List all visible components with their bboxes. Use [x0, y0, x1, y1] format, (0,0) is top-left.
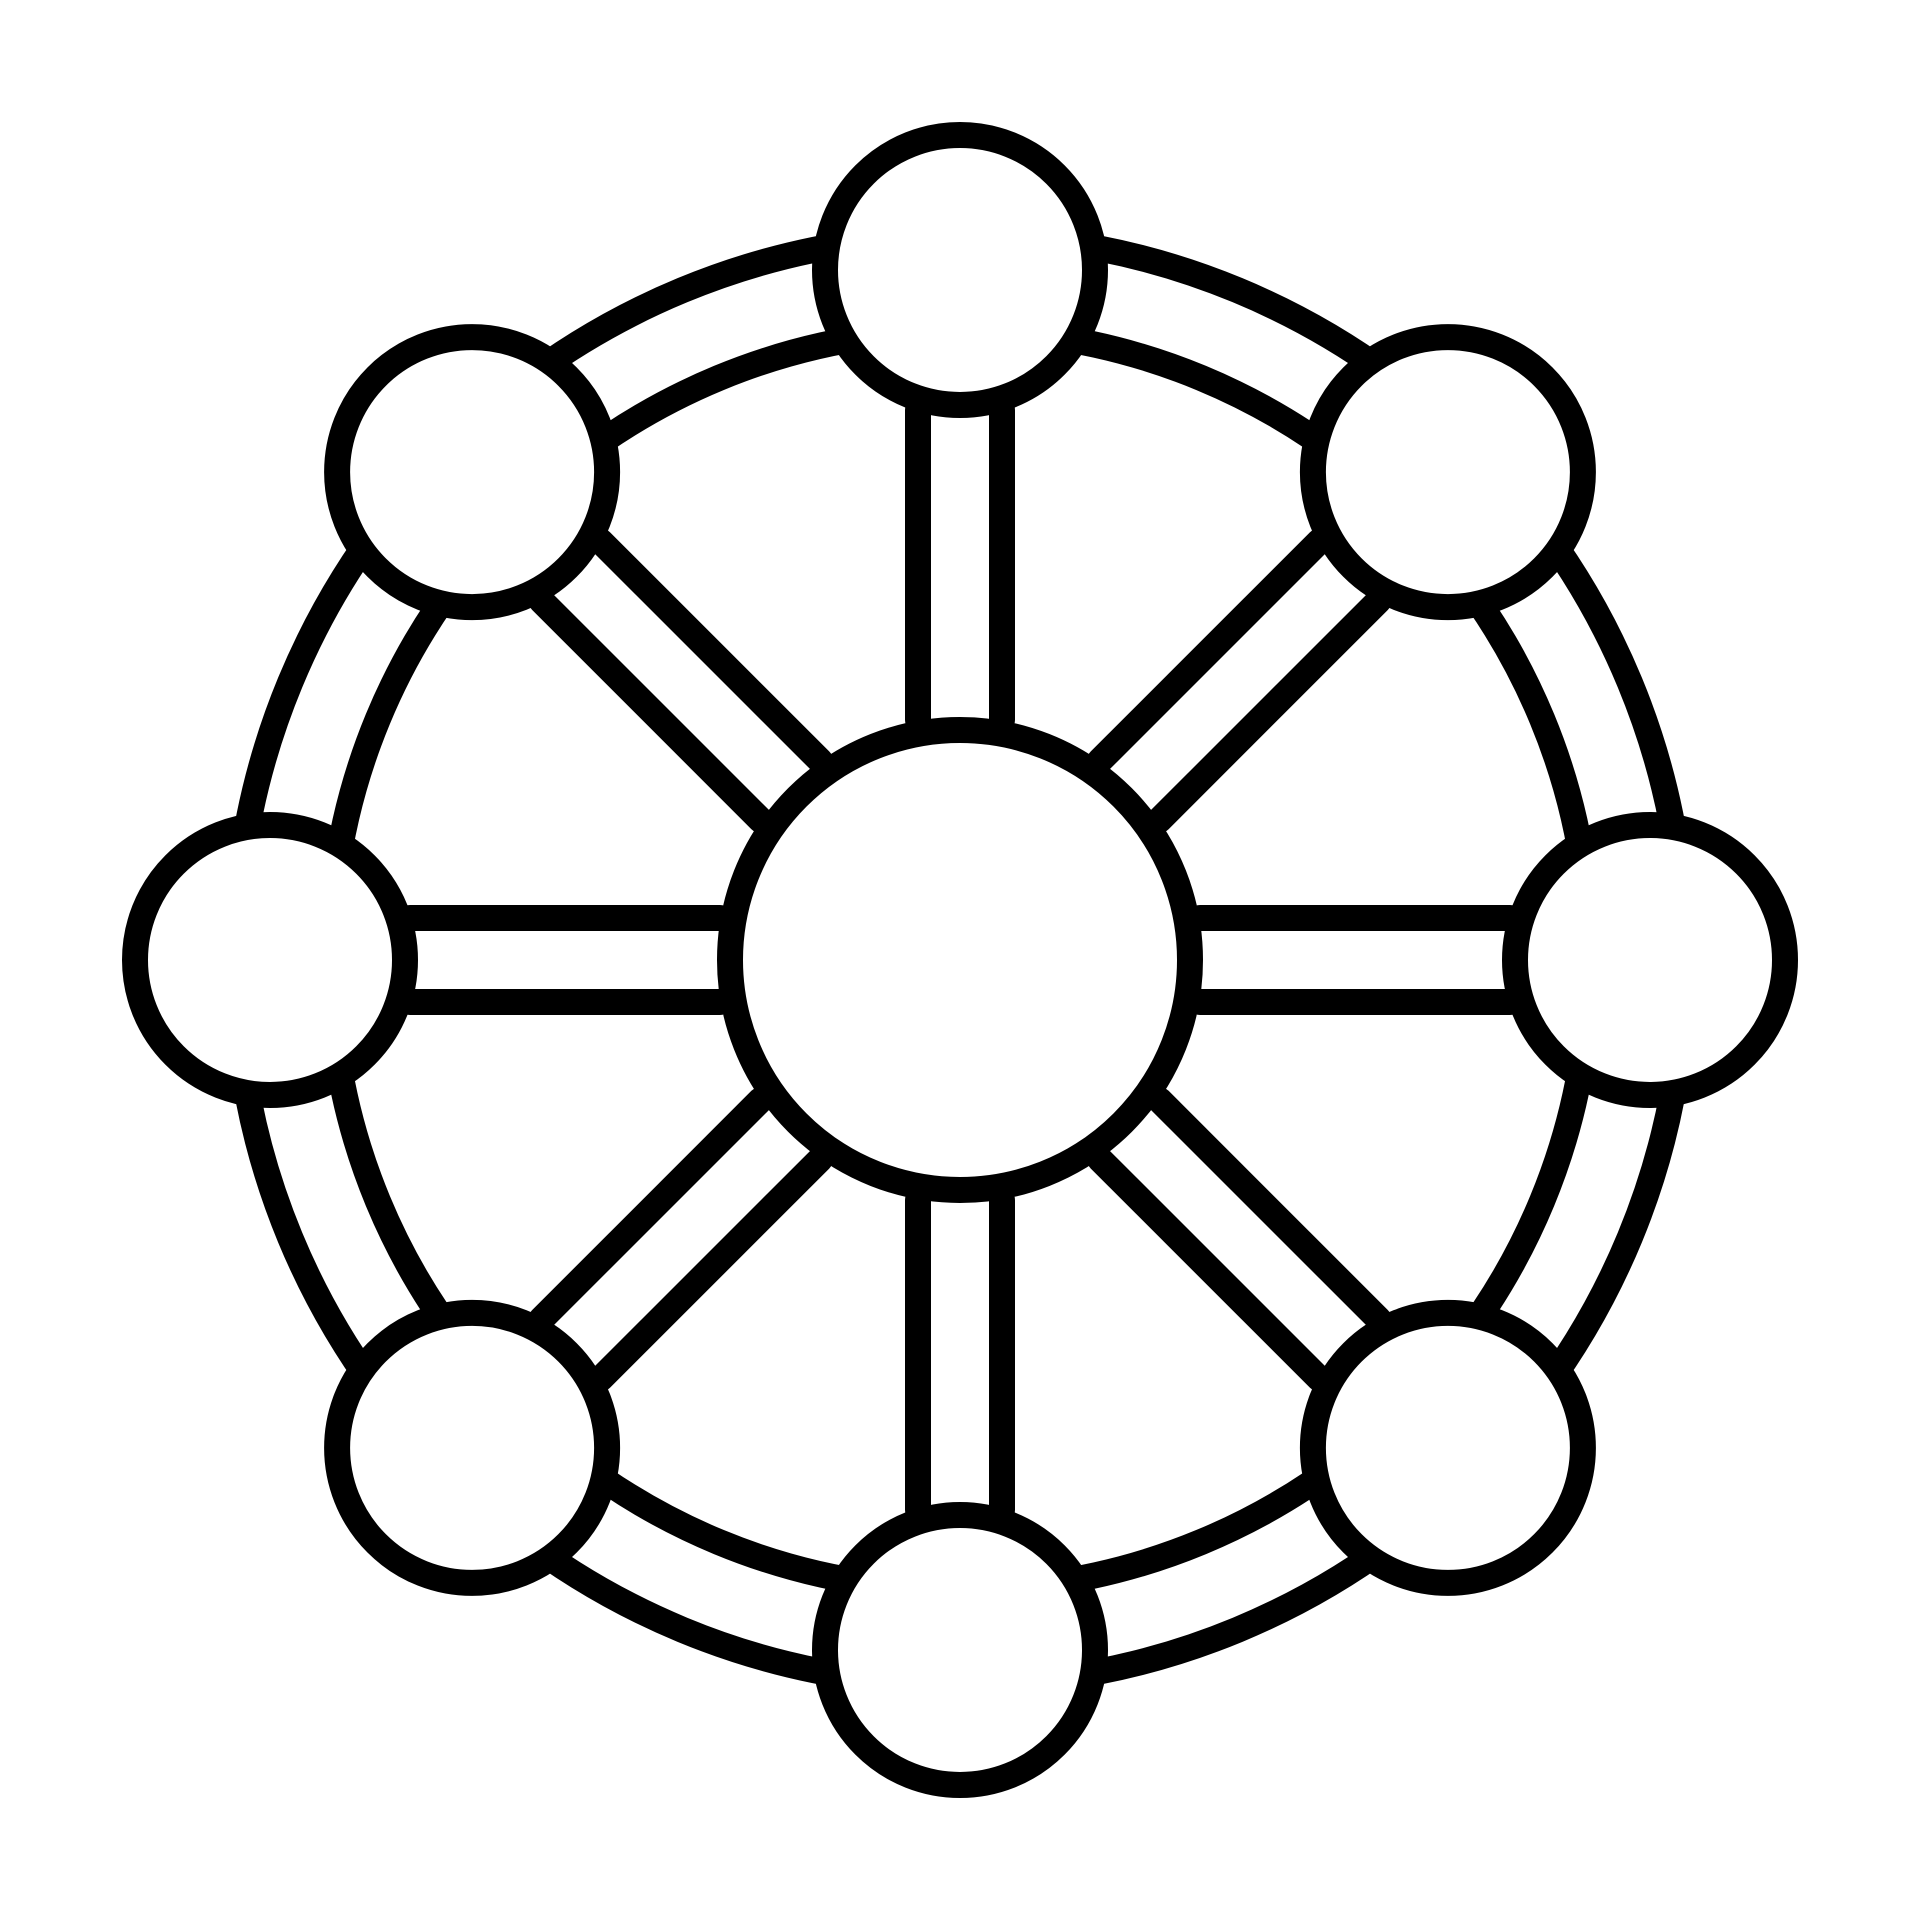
rim-inner-arc [1028, 322, 1357, 474]
node-circle [1299, 1299, 1596, 1596]
rim-inner-arc [1446, 1028, 1598, 1357]
wheel-spokes [397, 397, 1523, 1523]
hub-circle [717, 717, 1203, 1203]
spoke-line [587, 528, 833, 774]
node-circle [1502, 812, 1798, 1108]
node-circle [324, 1299, 621, 1596]
spoke-line [1087, 528, 1333, 774]
spoke-line [1087, 1146, 1333, 1392]
spoke-line [528, 587, 774, 833]
node-circle [122, 812, 418, 1108]
node-circle [812, 122, 1108, 418]
spoke-line [1146, 587, 1392, 833]
node-circle [812, 1502, 1108, 1798]
wheel-nodes [122, 122, 1798, 1798]
rim-inner-arc [1446, 563, 1598, 892]
rim-inner-arc [322, 1028, 474, 1357]
spoke-line [1146, 1087, 1392, 1333]
rim-inner-arc [563, 1446, 892, 1598]
node-circle [324, 324, 621, 621]
rim-inner-arc [563, 322, 892, 474]
rim-inner-arc [322, 563, 474, 892]
spoke-line [587, 1146, 833, 1392]
spoke-line [528, 1087, 774, 1333]
wheel-hub [717, 717, 1203, 1203]
rim-inner-arc [1028, 1446, 1357, 1598]
node-circle [1299, 324, 1596, 621]
